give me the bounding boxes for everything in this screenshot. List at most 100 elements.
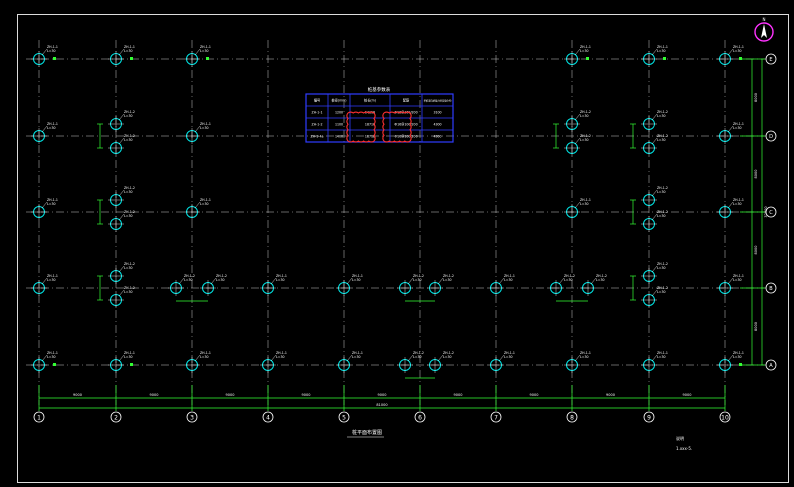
pile-length: L=30 bbox=[216, 278, 225, 282]
pile[interactable]: ZH-1-1L=30 bbox=[641, 351, 668, 373]
table-header-cell: 单桩竖向承载力特征值(kN) bbox=[424, 99, 452, 103]
pile-id: ZH-1-2 bbox=[124, 186, 135, 190]
pile[interactable]: ZH-1-1L=30 bbox=[31, 274, 58, 296]
pile[interactable]: ZH-1-2L=30 bbox=[641, 286, 668, 308]
pile[interactable]: ZH-1-1L=30 bbox=[717, 45, 744, 67]
pile[interactable]: ZH-1-2L=30 bbox=[108, 186, 135, 208]
pile[interactable]: ZH-1-2L=30 bbox=[641, 134, 668, 156]
pile[interactable]: ZH-1-1L=30 bbox=[108, 351, 135, 373]
pile[interactable]: ZH-1-1L=30 bbox=[260, 351, 287, 373]
pile-length: L=30 bbox=[124, 290, 133, 294]
axis-letter: B bbox=[769, 286, 773, 292]
pile[interactable]: ZH-1-1L=30 bbox=[717, 122, 744, 144]
pile[interactable]: ZH-1-1L=30 bbox=[336, 351, 363, 373]
pile-id: ZH-1-1 bbox=[580, 45, 591, 49]
pile-length: L=30 bbox=[413, 278, 422, 282]
pile[interactable]: ZH-1-2L=30 bbox=[564, 134, 591, 156]
pile[interactable]: ZH-1-1L=30 bbox=[31, 351, 58, 373]
pile[interactable]: ZH-1-1L=30 bbox=[260, 274, 287, 296]
axis-number: 10 bbox=[721, 415, 729, 422]
pile[interactable]: ZH-1-2L=30 bbox=[108, 210, 135, 232]
marker bbox=[130, 57, 133, 60]
pile-id: ZH-1-1 bbox=[352, 351, 363, 355]
pile[interactable]: ZH-1-1L=30 bbox=[564, 45, 591, 67]
pile-length: L=30 bbox=[47, 49, 56, 53]
pile[interactable]: ZH-1-1L=30 bbox=[564, 198, 591, 220]
table-cell: ZH-1-1 bbox=[312, 111, 323, 115]
pile[interactable]: ZH-1-2L=30 bbox=[108, 286, 135, 308]
pile[interactable]: ZH-1-1L=30 bbox=[31, 45, 58, 67]
marker bbox=[53, 363, 56, 366]
pile[interactable]: ZH-1-2L=30 bbox=[641, 186, 668, 208]
total-span-label: 81000 bbox=[376, 403, 387, 407]
pile[interactable]: ZH-1-1L=30 bbox=[336, 274, 363, 296]
axis-bubble-E bbox=[765, 53, 777, 65]
pile[interactable]: ZH-1-2L=30 bbox=[548, 274, 575, 296]
pile[interactable]: ZH-1-2L=30 bbox=[108, 262, 135, 284]
pile[interactable]: ZH-1-1L=30 bbox=[184, 351, 211, 373]
pile-id: ZH-1-2 bbox=[124, 210, 135, 214]
pile-length: L=30 bbox=[580, 202, 589, 206]
pile[interactable]: ZH-1-2L=30 bbox=[397, 351, 424, 373]
leader-line bbox=[727, 48, 734, 56]
pile-length: L=30 bbox=[564, 278, 573, 282]
pile[interactable]: ZH-1-1L=30 bbox=[717, 351, 744, 373]
table-cell: 1100 bbox=[335, 123, 343, 127]
pile[interactable]: ZH-1-1L=30 bbox=[717, 198, 744, 220]
pile[interactable]: ZH-1-1L=30 bbox=[184, 198, 211, 220]
pile[interactable]: ZH-1-1L=30 bbox=[717, 274, 744, 296]
pile-length: L=30 bbox=[580, 114, 589, 118]
pile-id: ZH-1-2 bbox=[184, 274, 195, 278]
pile-id: ZH-1-1 bbox=[504, 274, 515, 278]
pile-length: L=30 bbox=[657, 190, 666, 194]
pile[interactable]: ZH-1-1L=30 bbox=[31, 122, 58, 144]
pile[interactable]: ZH-1-2L=30 bbox=[641, 110, 668, 132]
pile[interactable]: ZH-1-1L=30 bbox=[184, 122, 211, 144]
pile[interactable]: ZH-1-1L=30 bbox=[641, 45, 668, 67]
pile[interactable]: ZH-1-1L=30 bbox=[184, 45, 211, 67]
pile[interactable]: ZH-1-2L=30 bbox=[580, 274, 607, 296]
pile[interactable]: ZH-1-2L=30 bbox=[108, 110, 135, 132]
axis-number: 5 bbox=[342, 415, 346, 422]
north-arrow-icon bbox=[761, 24, 767, 38]
span-label: 8000 bbox=[754, 322, 758, 331]
pile-id: ZH-1-1 bbox=[47, 45, 58, 49]
pile[interactable]: ZH-1-2L=30 bbox=[397, 274, 424, 296]
pile-length: L=30 bbox=[200, 355, 209, 359]
axis-letter: C bbox=[769, 210, 773, 216]
pile[interactable]: ZH-1-1L=30 bbox=[108, 45, 135, 67]
pile-length: L=30 bbox=[124, 49, 133, 53]
pile-length: L=30 bbox=[580, 49, 589, 53]
title-block: 桩平面布置图 说明 1.xxx-5. bbox=[347, 429, 692, 451]
pile[interactable]: ZH-1-1L=30 bbox=[488, 351, 515, 373]
pile-id: ZH-1-1 bbox=[733, 351, 744, 355]
pile[interactable]: ZH-1-2L=30 bbox=[564, 110, 591, 132]
pile-length: L=30 bbox=[352, 355, 361, 359]
pile[interactable]: ZH-1-2L=30 bbox=[641, 210, 668, 232]
pile[interactable]: ZH-1-2L=30 bbox=[641, 262, 668, 284]
axis-letter: D bbox=[769, 134, 773, 140]
span-label: 8000 bbox=[754, 170, 758, 179]
pile[interactable]: ZH-1-1L=30 bbox=[564, 351, 591, 373]
leader-line bbox=[41, 125, 48, 133]
leader-line bbox=[194, 201, 201, 209]
pile-id: ZH-1-1 bbox=[124, 45, 135, 49]
pile-id: ZH-1-2 bbox=[124, 110, 135, 114]
leader-line bbox=[574, 48, 581, 56]
pile[interactable]: ZH-1-2L=30 bbox=[168, 274, 195, 296]
pile[interactable]: ZH-1-1L=30 bbox=[488, 274, 515, 296]
pile-length: L=30 bbox=[200, 202, 209, 206]
leader-line bbox=[194, 125, 201, 133]
pile[interactable]: ZH-1-2L=30 bbox=[427, 274, 454, 296]
pile[interactable]: ZH-1-2L=30 bbox=[200, 274, 227, 296]
pile[interactable]: ZH-1-2L=30 bbox=[108, 134, 135, 156]
pile-parameter-table: 桩基参数表 编号桩径(mm)桩长(m)配筋单桩竖向承载力特征值(kN)ZH-1-… bbox=[305, 86, 454, 143]
drawing-title: 桩平面布置图 bbox=[352, 429, 382, 436]
pile[interactable]: ZH-1-2L=30 bbox=[427, 351, 454, 373]
pile-id: ZH-1-2 bbox=[657, 110, 668, 114]
table-cell: ZH-1-2 bbox=[312, 123, 323, 127]
span-label: 9000 bbox=[302, 393, 311, 397]
leader-line bbox=[118, 48, 125, 56]
pile[interactable]: ZH-1-1L=30 bbox=[31, 198, 58, 220]
